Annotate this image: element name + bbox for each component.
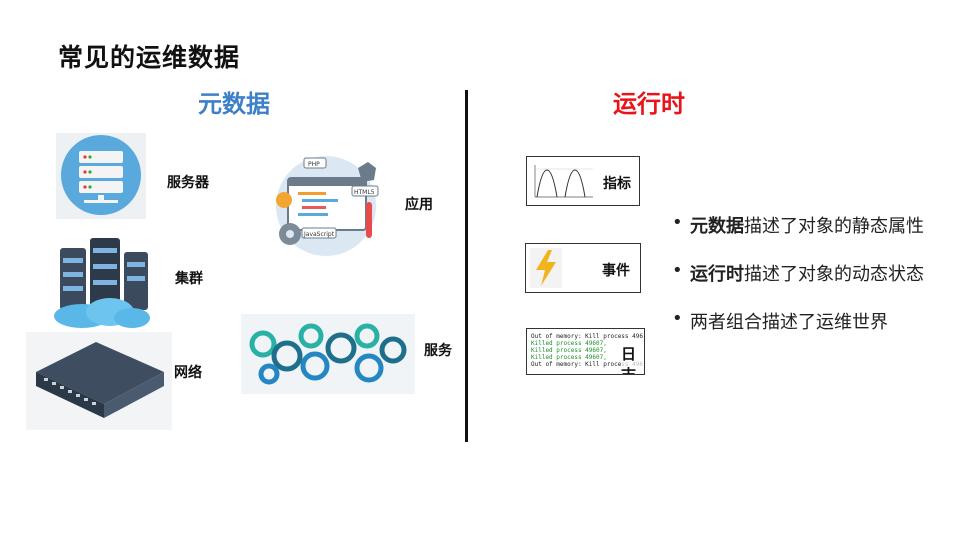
log-line: Killed process 49607, bbox=[531, 347, 607, 354]
log-line: Killed process 49607, bbox=[531, 354, 607, 361]
page-title: 常见的运维数据 bbox=[58, 43, 241, 72]
list-item: 运行时描述了对象的动态状态 bbox=[672, 260, 924, 286]
network-switch-icon bbox=[26, 332, 172, 434]
log-line: Out of memory: Kill process 496 bbox=[531, 333, 643, 340]
bullet-text: 两者组合描述了运维世界 bbox=[690, 312, 888, 333]
log-label: 日志 bbox=[621, 343, 644, 374]
svg-text:PHP: PHP bbox=[308, 161, 320, 168]
bullet-text: 描述了对象的静态属性 bbox=[744, 216, 924, 237]
list-item: 元数据描述了对象的静态属性 bbox=[672, 212, 924, 238]
summary-list: 元数据描述了对象的静态属性 运行时描述了对象的动态状态 两者组合描述了运维世界 bbox=[672, 212, 924, 356]
bullet-bold: 运行时 bbox=[690, 264, 744, 285]
cluster-icon bbox=[52, 238, 152, 334]
cluster-label: 集群 bbox=[175, 271, 203, 287]
log-line: Killed process 49607, bbox=[531, 340, 607, 347]
metric-label: 指标 bbox=[603, 176, 631, 192]
log-line: Out of memory: Kill process 496 bbox=[531, 361, 643, 368]
server-label: 服务器 bbox=[167, 175, 209, 191]
column-divider bbox=[465, 90, 468, 442]
event-label: 事件 bbox=[602, 263, 630, 279]
event-box: 事件 bbox=[525, 243, 641, 293]
lightning-icon bbox=[530, 248, 562, 288]
svg-text:JavaScript: JavaScript bbox=[303, 231, 335, 238]
bullet-bold: 元数据 bbox=[690, 216, 744, 237]
network-label: 网络 bbox=[174, 365, 202, 381]
metric-chart-icon bbox=[534, 165, 593, 198]
svg-text:HTML5: HTML5 bbox=[354, 189, 375, 196]
metadata-heading: 元数据 bbox=[198, 90, 270, 118]
log-box: Out of memory: Kill process 496 Killed p… bbox=[526, 328, 645, 375]
application-label: 应用 bbox=[405, 197, 433, 213]
log-text-icon: Out of memory: Kill process 496 Killed p… bbox=[531, 333, 643, 368]
list-item: 两者组合描述了运维世界 bbox=[672, 308, 924, 334]
runtime-heading: 运行时 bbox=[613, 90, 685, 118]
service-label: 服务 bbox=[424, 343, 452, 359]
metric-box: 指标 bbox=[526, 156, 640, 206]
service-gears-icon bbox=[241, 314, 415, 398]
bullet-text: 描述了对象的动态状态 bbox=[744, 264, 924, 285]
application-icon: PHP HTML5 JavaScript bbox=[268, 148, 384, 260]
server-icon bbox=[56, 133, 146, 223]
